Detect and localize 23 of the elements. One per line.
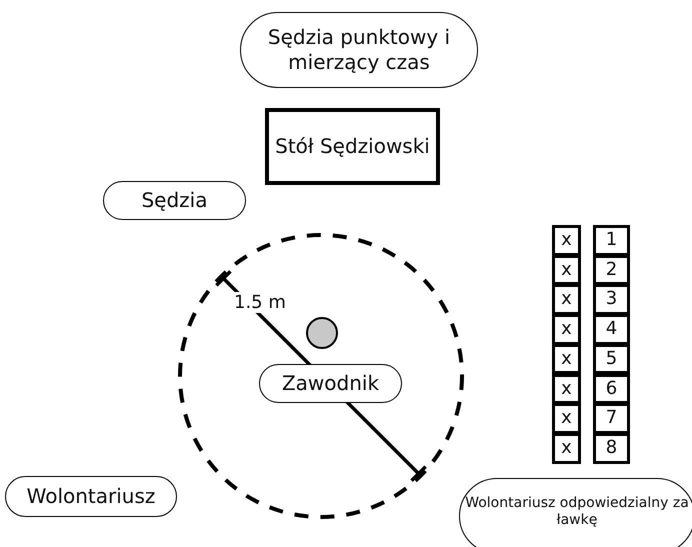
bench-seat: x — [552, 432, 581, 464]
rounded-label: Wolontariusz odpowiedzialny za ławkę — [459, 478, 692, 547]
bench-seat: 3 — [593, 284, 630, 316]
bench-seat: x — [552, 225, 581, 256]
rounded-label: Zawodnik — [259, 364, 402, 403]
rounded-label: Wolontariusz — [5, 476, 177, 517]
bench-seat: x — [552, 314, 581, 345]
bench-seat: 2 — [593, 254, 630, 286]
bench-seat: x — [552, 284, 581, 316]
bench-seat: 6 — [593, 374, 630, 404]
bench-seat: 7 — [593, 403, 630, 434]
table-box: Stół Sędziowski — [265, 108, 440, 185]
rounded-label: Sędzia punktowy i mierzący czas — [240, 12, 478, 88]
bench-seat: 8 — [593, 432, 630, 464]
bench-seat: 1 — [593, 225, 630, 256]
bench-seat: x — [552, 403, 581, 434]
bench-seat: x — [552, 374, 581, 404]
bench-seat: 4 — [593, 314, 630, 345]
bench-seat: 5 — [593, 344, 630, 374]
bench-seat: x — [552, 344, 581, 374]
dimension-label: 1.5 m — [234, 292, 286, 313]
bench-seat: x — [552, 254, 581, 286]
rounded-label: Sędzia — [103, 181, 246, 220]
